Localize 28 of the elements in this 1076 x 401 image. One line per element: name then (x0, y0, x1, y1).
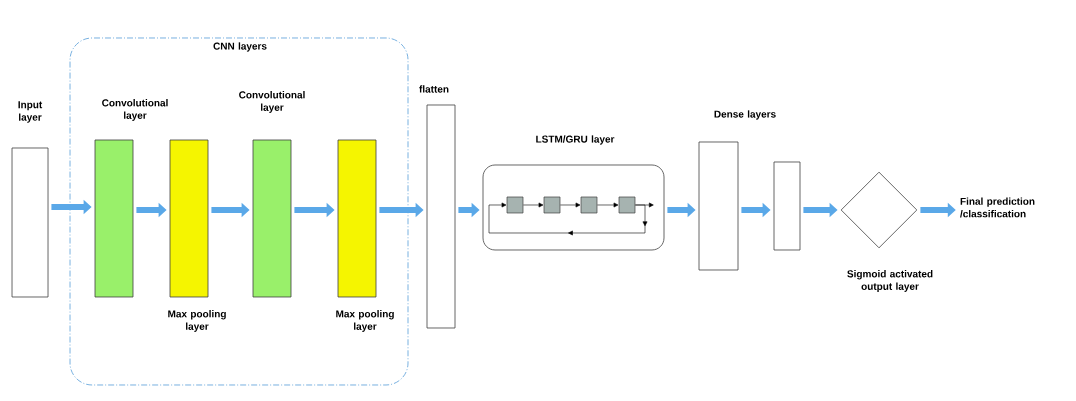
node-label: LSTM/GRU layer (536, 135, 615, 145)
layer-box: Convolutional layer (239, 91, 305, 298)
layer-box: flatten (419, 85, 456, 329)
cell-box (618, 196, 636, 214)
layer-box: Max pooling layer (336, 139, 394, 332)
layer-box (773, 161, 801, 251)
node-label: Dense layers (714, 110, 776, 120)
cell-box (543, 196, 561, 214)
layer-box: Convolutional layer (94, 99, 168, 298)
node-label: Convolutional layer (239, 91, 305, 113)
node-label: Input layer (18, 101, 43, 123)
arrow (488, 202, 648, 236)
arrow (635, 202, 654, 208)
cell-box (506, 196, 524, 214)
node-label: Max pooling layer (336, 310, 394, 332)
node-label: Convolutional layer (102, 99, 168, 121)
node-label: Max pooling layer (168, 310, 226, 332)
output-label: Final prediction /classification (960, 197, 1035, 218)
layer-box: Dense layers (698, 110, 776, 271)
cell-box (580, 196, 598, 214)
arrow (597, 202, 619, 208)
layer-box: Input layer (11, 101, 49, 298)
node-label: Sigmoid activated output layer (847, 270, 933, 292)
arrow (523, 202, 544, 208)
recurrent-block: LSTM/GRU layer (482, 135, 665, 251)
layer-box: Max pooling layer (168, 139, 226, 332)
node-label: flatten (419, 85, 449, 93)
arrow (560, 202, 581, 208)
